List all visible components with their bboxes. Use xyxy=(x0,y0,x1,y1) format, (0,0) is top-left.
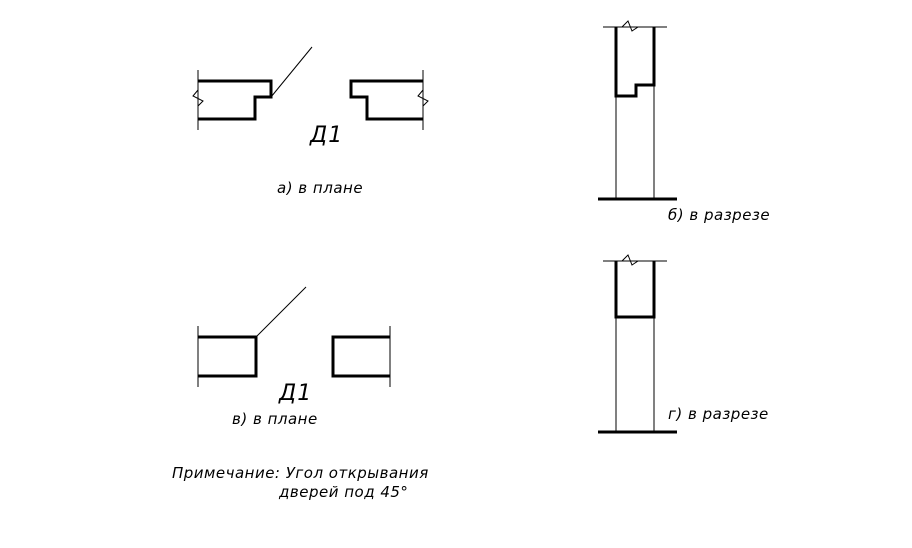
note-line-1: Примечание: Угол открывания xyxy=(172,464,429,482)
plan-stepped-opening: Д1 а) в плане xyxy=(192,46,429,197)
section-stepped-opening: б) в разрезе xyxy=(598,20,770,224)
note-block: Примечание: Угол открывания дверей под 4… xyxy=(172,464,429,501)
plan-straight-opening: Д1 в) в плане xyxy=(197,286,391,428)
right-wall-straight xyxy=(331,335,390,378)
caption-v: в) в плане xyxy=(232,410,318,428)
lintel-straight xyxy=(614,261,656,319)
left-break-mark xyxy=(192,89,204,107)
top-break-mark-2 xyxy=(621,254,639,266)
right-break-mark xyxy=(417,89,429,107)
caption-a: а) в плане xyxy=(277,179,363,197)
left-wall-stepped xyxy=(198,79,273,121)
caption-g: г) в разрезе xyxy=(668,405,769,423)
door-leaf-line xyxy=(270,46,313,98)
section-straight-opening: г) в разрезе xyxy=(598,254,769,434)
lintel-stepped xyxy=(614,27,656,98)
right-wall-stepped xyxy=(349,79,423,121)
door-mark-label: Д1 xyxy=(309,123,343,148)
left-wall-straight xyxy=(198,335,258,378)
door-leaf-line-2 xyxy=(255,286,307,338)
caption-b: б) в разрезе xyxy=(668,206,770,224)
door-mark-label-2: Д1 xyxy=(278,381,312,406)
top-break-mark xyxy=(621,20,639,32)
note-line-2: дверей под 45° xyxy=(278,483,408,501)
